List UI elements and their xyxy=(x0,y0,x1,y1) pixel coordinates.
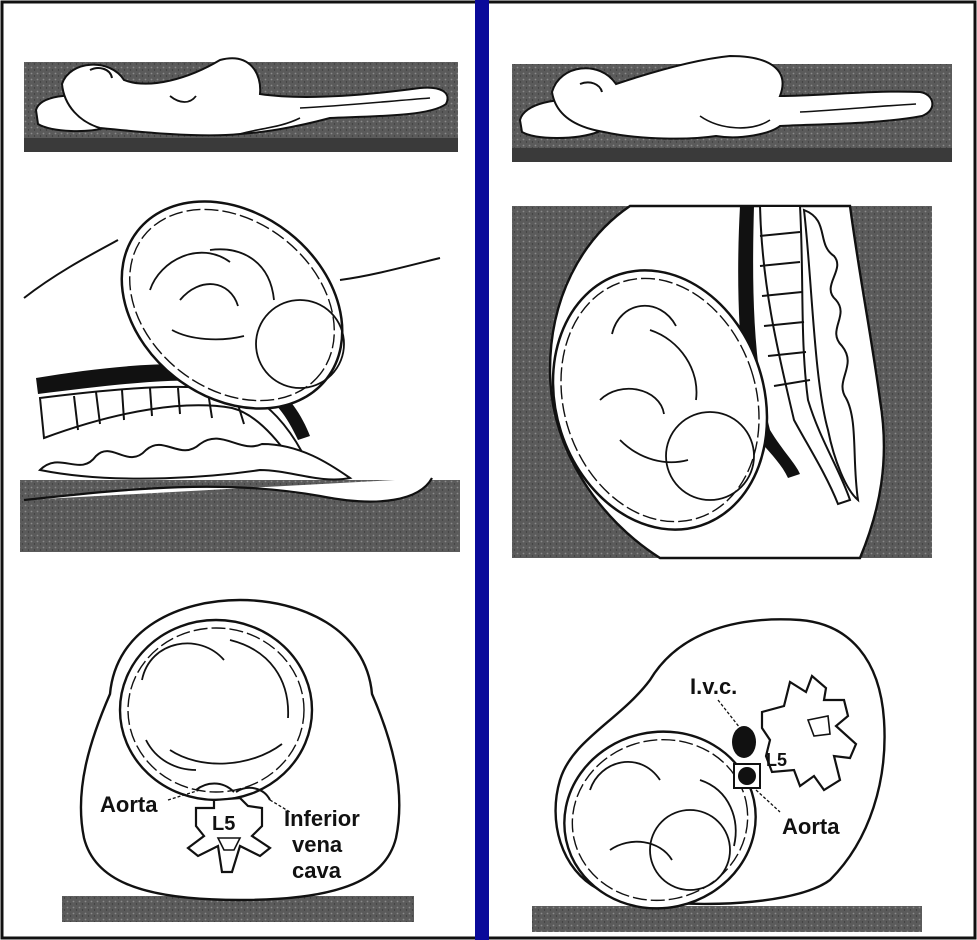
label-ivc-line3: cava xyxy=(292,858,342,883)
label-ivc-right: I.v.c. xyxy=(690,674,737,699)
label-ivc-line1: Inferior xyxy=(284,806,360,831)
label-aorta-left: Aorta xyxy=(100,792,158,817)
supine-woman-illustration xyxy=(24,58,458,152)
label-l5-left: L5 xyxy=(212,813,235,835)
panel-divider xyxy=(475,0,489,940)
label-aorta-right: Aorta xyxy=(782,814,840,839)
label-ivc-line2: vena xyxy=(292,832,343,857)
lateral-sagittal-section xyxy=(512,206,932,558)
label-l5-right: L5 xyxy=(766,750,787,770)
lateral-woman-illustration xyxy=(512,56,952,162)
